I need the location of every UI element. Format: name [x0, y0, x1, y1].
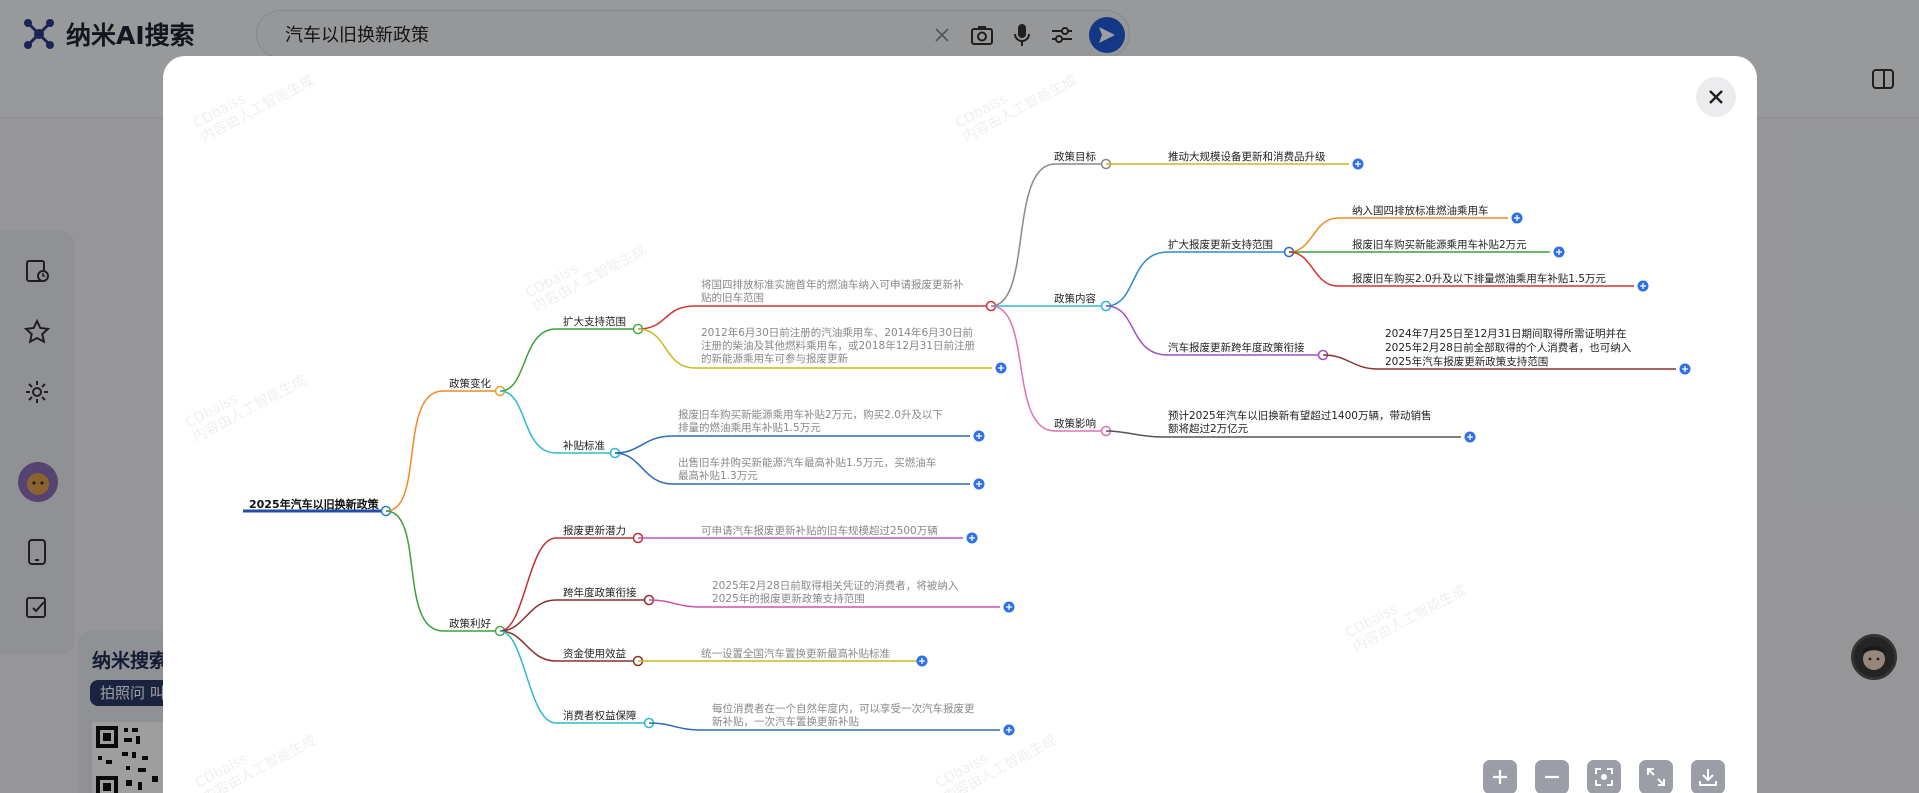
filter-settings-icon[interactable] — [1049, 22, 1075, 48]
node-cross-year[interactable]: 跨年度政策衔接 — [563, 586, 637, 599]
node-cross-year-connect[interactable]: 汽车报废更新跨年度政策衔接 — [1168, 341, 1305, 354]
star-icon[interactable] — [22, 317, 52, 347]
leaf-text: 预计2025年汽车以旧换新有望超过1400万辆，带动销售 — [1168, 409, 1431, 422]
node-policy-benefit[interactable]: 政策利好 — [449, 617, 491, 630]
node-impact[interactable]: 政策影响 — [1054, 417, 1096, 430]
node-scrap-potential[interactable]: 报废更新潜力 — [563, 524, 626, 537]
fullscreen-button[interactable] — [1639, 760, 1673, 793]
root-node-label: 2025年汽车以旧换新政策 — [249, 497, 380, 511]
notes-icon[interactable] — [22, 592, 52, 622]
camera-icon[interactable] — [969, 22, 995, 48]
download-icon — [1699, 769, 1717, 786]
leaf-text: 贴的旧车范围 — [701, 291, 764, 304]
promo-title: 纳米搜索 — [92, 650, 169, 672]
send-icon — [1099, 27, 1115, 43]
zoom-out-button[interactable] — [1535, 760, 1569, 793]
leaf-text: 最高补贴1.3万元 — [678, 469, 758, 482]
mobile-icon[interactable] — [22, 537, 52, 567]
leaf-text: 注册的柴油及其他燃料乘用车，或2018年12月31日前注册 — [701, 339, 975, 352]
assistant-avatar[interactable] — [1851, 634, 1897, 680]
close-button[interactable] — [1696, 77, 1736, 117]
user-avatar[interactable] — [18, 462, 58, 502]
zoom-in-button[interactable] — [1483, 760, 1517, 793]
close-icon — [1709, 90, 1723, 104]
microphone-icon[interactable] — [1009, 22, 1035, 48]
node-goal[interactable]: 政策目标 — [1054, 150, 1096, 163]
send-button[interactable] — [1089, 17, 1125, 53]
leaf-text: 纳入国四排放标准燃油乘用车 — [1352, 204, 1489, 217]
minus-icon — [1545, 775, 1559, 779]
app-name: 纳米AI搜索 — [66, 21, 195, 50]
leaf-text: 2024年7月25日至12月31日期间取得所需证明并在 — [1385, 327, 1626, 340]
leaf-text: 2025年的报废更新政策支持范围 — [712, 592, 865, 605]
leaf-text: 新补贴，一次汽车置换更新补贴 — [712, 715, 859, 728]
node-fund-usage[interactable]: 资金使用效益 — [563, 647, 626, 660]
leaf-text: 出售旧车并购买新能源汽车最高补贴1.5万元，买燃油车 — [678, 456, 936, 469]
leaf-text: 2025年汽车报废更新政策支持范围 — [1385, 355, 1548, 368]
plus-icon — [1493, 770, 1507, 784]
leaf-text: 排量的燃油乘用车补贴1.5万元 — [678, 421, 821, 434]
leaf-text: 报废旧车购买新能源乘用车补贴2万元，购买2.0升及以下 — [678, 408, 943, 421]
node-subsidy-standard[interactable]: 补贴标准 — [563, 439, 605, 452]
leaf-text: 报废旧车购买2.0升及以下排量燃油乘用车补贴1.5万元 — [1352, 272, 1606, 285]
node-expand-scope[interactable]: 扩大支持范围 — [563, 315, 626, 328]
fit-view-icon — [1595, 768, 1613, 786]
left-nav — [0, 230, 75, 655]
leaf-text: 每位消费者在一个自然年度内，可以享受一次汽车报废更 — [712, 702, 975, 715]
fit-view-button[interactable] — [1587, 760, 1621, 793]
leaf-text: 2025年2月28日前取得相关凭证的消费者，将被纳入 — [712, 579, 959, 592]
search-box — [256, 10, 1130, 58]
leaf-text: 额将超过2万亿元 — [1168, 422, 1249, 435]
node-policy-change[interactable]: 政策变化 — [449, 377, 491, 390]
leaf-text: 的新能源乘用车可参与报废更新 — [701, 352, 848, 365]
gear-icon[interactable] — [22, 377, 52, 407]
leaf-text: 报废旧车购买新能源乘用车补贴2万元 — [1352, 238, 1527, 251]
nami-logo-icon — [24, 19, 54, 49]
leaf-text: 推动大规模设备更新和消费品升级 — [1168, 150, 1326, 163]
node-consumer-rights[interactable]: 消费者权益保障 — [563, 709, 637, 722]
leaf-text: 将国四排放标准实施首年的燃油车纳入可申请报废更新补 — [701, 278, 964, 291]
node-scrap-scope[interactable]: 扩大报废更新支持范围 — [1168, 238, 1273, 251]
clear-icon[interactable] — [929, 22, 955, 48]
leaf-text: 2025年2月28日前全部取得的个人消费者，也可纳入 — [1385, 341, 1632, 354]
app-logo[interactable]: 纳米AI搜索 — [22, 16, 195, 52]
leaf-text: 2012年6月30日前注册的汽油乘用车、2014年6月30日前 — [701, 326, 973, 339]
download-button[interactable] — [1691, 760, 1725, 793]
promo-chip[interactable]: 拍照问 叫 — [90, 680, 175, 706]
node-content[interactable]: 政策内容 — [1054, 292, 1096, 305]
fullscreen-icon — [1647, 768, 1665, 786]
search-input[interactable] — [285, 11, 885, 57]
sidebar-toggle-icon[interactable] — [1870, 66, 1896, 92]
history-icon[interactable] — [22, 256, 52, 286]
mindmap-canvas: .t{font-family:"DejaVu Sans",sans-serif;… — [243, 150, 1691, 736]
leaf-text: 可申请汽车报废更新补贴的旧车规模超过2500万辆 — [701, 524, 938, 537]
leaf-text: 统一设置全国汽车置换更新最高补贴标准 — [701, 647, 890, 660]
